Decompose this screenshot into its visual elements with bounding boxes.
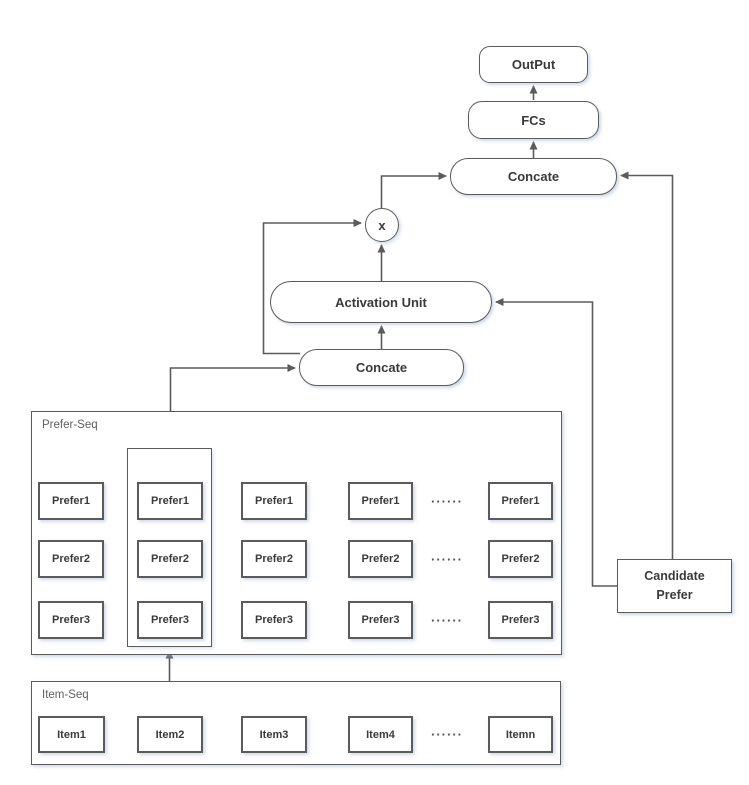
prefer-box: Prefer2 [137, 540, 203, 578]
prefer-box: Prefer1 [348, 482, 413, 520]
concate-lower-node: Concate [299, 349, 464, 386]
item-box: Itemn [488, 716, 553, 753]
arrow-candidate-to-concate [620, 171, 674, 559]
item-box: Item3 [241, 716, 307, 753]
prefer-row1-ellipsis: ······ [431, 493, 463, 509]
activation-unit-node: Activation Unit [270, 281, 492, 323]
prefer-box: Prefer2 [488, 540, 553, 578]
concate-top-node: Concate [450, 158, 617, 195]
prefer-seq-label: Prefer-Seq [42, 419, 98, 431]
candidate-prefer-line1: Candidate [644, 568, 705, 583]
prefer-box: Prefer1 [488, 482, 553, 520]
prefer-seq-highlight-column [127, 448, 212, 647]
candidate-prefer-line2: Prefer [656, 588, 693, 602]
prefer-box: Prefer2 [38, 540, 104, 578]
prefer-box: Prefer1 [241, 482, 307, 520]
candidate-prefer-node: Candidate Prefer [617, 559, 732, 613]
item-seq-ellipsis: ······ [431, 726, 463, 742]
item-box: Item2 [137, 716, 203, 753]
prefer-box: Prefer3 [348, 601, 413, 639]
multiply-node: x [365, 208, 399, 242]
prefer-box: Prefer1 [38, 482, 104, 520]
item-box: Item1 [38, 716, 105, 753]
output-node: OutPut [479, 46, 588, 83]
prefer-box: Prefer3 [488, 601, 553, 639]
prefer-row2-ellipsis: ······ [431, 551, 463, 567]
prefer-box: Prefer2 [348, 540, 413, 578]
prefer-box: Prefer3 [137, 601, 203, 639]
item-seq-label: Item-Seq [42, 689, 89, 701]
prefer-box: Prefer3 [38, 601, 104, 639]
prefer-box: Prefer2 [241, 540, 307, 578]
item-box: Item4 [348, 716, 413, 753]
prefer-box: Prefer1 [137, 482, 203, 520]
prefer-row3-ellipsis: ······ [431, 612, 463, 628]
arrow-multiply-to-concate [380, 172, 447, 208]
prefer-box: Prefer3 [241, 601, 307, 639]
fcs-node: FCs [468, 101, 599, 139]
